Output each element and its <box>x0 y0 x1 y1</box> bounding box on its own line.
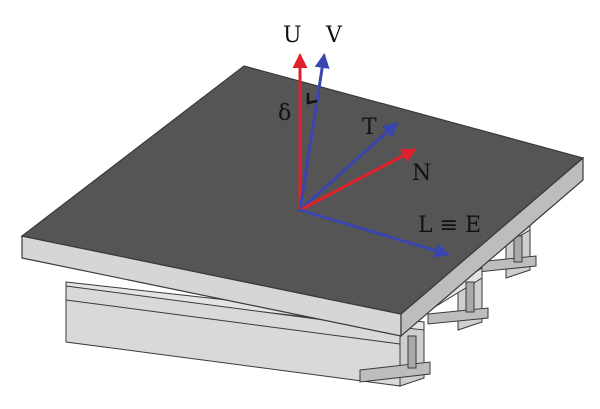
vector-l-e <box>298 208 450 258</box>
vector-v <box>298 53 330 212</box>
vector-labels: U V δ T N L ≡ E <box>278 23 481 238</box>
vector-t <box>298 121 399 212</box>
label-v: V <box>325 23 343 48</box>
vector-n <box>298 148 417 212</box>
label-delta: δ <box>278 101 291 126</box>
delta-angle-marker <box>306 93 318 105</box>
vectors <box>292 53 450 258</box>
label-l-e: L ≡ E <box>418 213 481 238</box>
label-u: U <box>283 23 302 48</box>
label-t: T <box>362 115 377 140</box>
label-n: N <box>412 161 431 186</box>
